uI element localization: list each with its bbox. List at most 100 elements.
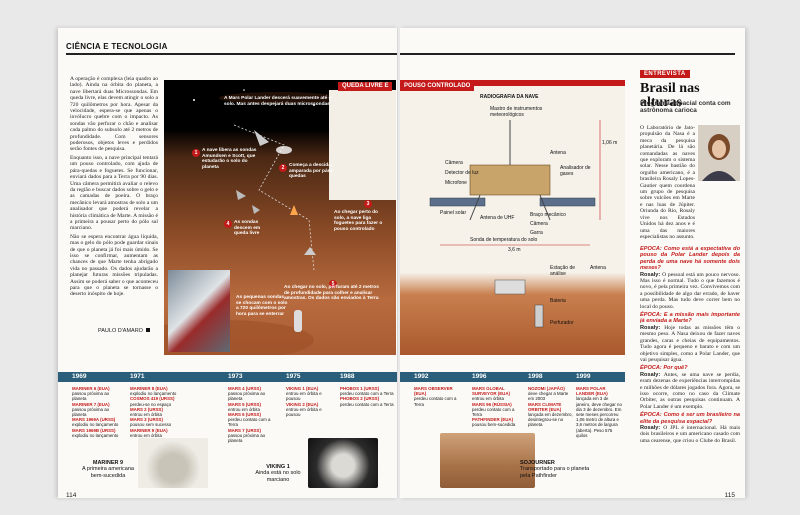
question: E a missão mais importante já enviada a … <box>640 312 740 325</box>
infographic-header-left: QUEDA LIVRE E <box>338 82 393 91</box>
list-item: MARS 7 (URSS)passou próxima ao planeta <box>228 427 266 444</box>
list-item: MARS 96 (RÚSSIA)perdeu contato com a Ter… <box>472 401 515 418</box>
list-item: MARS 4 (URSS)passou próxima ao planeta <box>228 386 266 402</box>
step-text: As sondas descem em queda livre <box>234 220 261 237</box>
answer: Hoje todas as missões têm o mesmo peso. … <box>640 324 740 363</box>
list-item: PHOBOS 2 (URSS)perdeu contato com a Terr… <box>340 396 394 407</box>
step-text: A nave libera as sondas Amundsen e Scott… <box>202 148 257 170</box>
infographic-header-right: POUSO CONTROLADO <box>400 82 475 91</box>
article-paragraph: Não se espera encontrar água líquida, ma… <box>70 233 158 298</box>
qa-item: ÉPOCA: E a missão mais importante já env… <box>640 312 740 363</box>
timeline-year: 1969 <box>72 373 87 380</box>
mariner9-photo <box>138 438 208 488</box>
interview-subtitle: Programa espacial conta com astrônoma ca… <box>640 100 731 115</box>
qa-item: ÉPOCA: Como está a expectativa do pouso … <box>640 246 740 310</box>
list-item: MARS GLOBAL SURVEYOR (EUA)entrou em órbi… <box>472 386 510 402</box>
part-label: Antena <box>550 150 566 156</box>
article-paragraph: Enquanto isso, a nave principal tentará … <box>70 154 158 232</box>
caption-title: VIKING 1 <box>266 464 290 470</box>
qa-item: ÉPOCA: Como é ser um brasileiro na elite… <box>640 412 740 444</box>
qa-item: ÉPOCA: Por quê?Rosaly: Antes, se uma nav… <box>640 365 740 410</box>
infographic-radiography: POUSO CONTROLADO RADIOGRAFIA DA NAVE Mas… <box>400 80 625 355</box>
interview-intro: O Laboratório de Jato-propulsão da Nasa … <box>640 125 695 243</box>
interviewee-mark: Rosaly: <box>640 271 663 278</box>
part-label: Detector de luz <box>445 170 479 176</box>
timeline-events-1975: VIKING 1 (EUA)entrou em órbita e pousou … <box>286 386 336 417</box>
list-item: MARS 1969A (URSS)explodiu no lançamento <box>72 417 119 428</box>
list-item: MARS 5 (URSS)entrou em órbita <box>228 401 261 412</box>
end-mark <box>145 328 150 332</box>
answer: Antes, se uma nave se perdia, eram dezen… <box>640 371 740 410</box>
intro-text: O Laboratório de Jato-propulsão da Nasa … <box>640 125 695 240</box>
timeline-events-1999: MARS POLAR LANDER (EUA)lançada em 3 de j… <box>576 386 624 438</box>
list-item: MARINER 7 (EUA)passou próxima ao planeta <box>72 401 110 418</box>
caption-text: A primeira americana bem-sucedida <box>82 466 134 479</box>
timeline-year: 1998 <box>528 373 543 380</box>
viking1-photo <box>308 438 378 488</box>
timeline-events-1992: MARS OBSERVER (EUA)perdeu contato com a … <box>414 386 466 407</box>
list-item: MARS POLAR LANDER (EUA)lançada em 3 de j… <box>576 386 622 438</box>
timeline-year: 1999 <box>576 373 591 380</box>
part-label: Microfone <box>445 180 467 186</box>
caption-viking1: VIKING 1 Ainda está no solo marciano <box>248 464 308 483</box>
part-label: Perfurador <box>550 320 574 326</box>
article-paragraph: A operação é complexa (leia quadro ao la… <box>70 76 158 153</box>
probe-caption: As pequenas sondas se chocam com o solo … <box>236 295 288 317</box>
timeline-year: 1992 <box>414 373 429 380</box>
part-label: Braço mecânico <box>530 212 566 218</box>
timeline-bar-right <box>400 372 625 382</box>
page-left: CIÊNCIA E TECNOLOGIA A operação é comple… <box>58 28 398 498</box>
list-item: MARINER 6 (EUA)passou próxima ao planeta <box>72 386 110 402</box>
part-label: Antena de UHF <box>480 215 515 221</box>
interview-tag: ENTREVISTA <box>640 70 690 78</box>
list-item: VIKING 1 (EUA)entrou em órbita e pousou <box>286 386 322 402</box>
list-item: VIKING 2 (EUA)entrou em órbita e pousou <box>286 401 322 418</box>
list-item: MARS CLIMATE ORBITER (EUA)lançada em dez… <box>528 401 573 428</box>
step-number: 3 <box>364 200 372 208</box>
caption-title: MARINER 9 <box>92 460 124 466</box>
caption-sojourner: SOJOURNER Transportado para o planeta pe… <box>520 460 590 479</box>
page-right: POUSO CONTROLADO RADIOGRAFIA DA NAVE Mas… <box>400 28 745 498</box>
part-label: Câmera <box>445 160 463 166</box>
part-label: Analisador de gases <box>560 165 591 177</box>
probe-graphic <box>294 310 302 332</box>
answer: O pessoal está um pouco nervoso. Mas iss… <box>640 271 740 310</box>
interview-title: Brasil nas alturas <box>640 81 700 110</box>
list-item: MARS 3 (URSS)pousou sem sucesso <box>130 417 172 428</box>
list-item: PHOBOS 1 (URSS)perdeu contato com a Terr… <box>340 386 394 397</box>
page-number-right: 115 <box>724 492 735 498</box>
timeline-events-1969: MARINER 6 (EUA)passou próxima ao planeta… <box>72 386 124 438</box>
part-label: Mastro de instrumentos meteorológicos <box>490 106 543 118</box>
radiography-title: RADIOGRAFIA DA NAVE <box>480 94 539 100</box>
signature: PAULO D'AMARO <box>98 328 150 334</box>
timeline-year: 1988 <box>340 373 355 380</box>
timeline-year: 1975 <box>286 373 301 380</box>
interviewer-mark: ÉPOCA: <box>640 246 664 252</box>
dimension-label: 1,06 m <box>602 140 618 146</box>
part-label: Garra <box>530 230 543 236</box>
list-item: MARINER 8 (EUA)explodiu no lançamento <box>130 386 177 397</box>
infographic-descent: A Mars Polar Lander descerá suavemente a… <box>164 80 396 355</box>
question: Por quê? <box>663 365 688 372</box>
list-item: NOZOMI (JAPÃO)deve chegar a Marte em 200… <box>528 386 569 402</box>
timeline-events-1988: PHOBOS 1 (URSS)perdeu contato com a Terr… <box>340 386 395 407</box>
interview-qa: ÉPOCA: Como está a expectativa do pouso … <box>640 246 740 491</box>
lander-illustration <box>400 80 625 328</box>
part-label: Antena <box>590 265 606 271</box>
caption-title: SOJOURNER <box>520 460 555 466</box>
part-label: Painel solar <box>440 210 467 216</box>
section-title: CIÊNCIA E TECNOLOGIA <box>66 42 168 51</box>
gutter <box>397 28 401 498</box>
section-rule <box>66 53 398 55</box>
step-number: 2 <box>279 164 287 172</box>
infographic-intro: A Mars Polar Lander descerá suavemente a… <box>224 96 332 107</box>
dimension-label: 3,6 m <box>508 247 521 253</box>
list-item: MARS 2 (URSS)entrou em órbita <box>130 406 163 418</box>
section-rule-right <box>400 53 735 55</box>
question: Como está a expectativa do pouso da Pola… <box>640 246 740 272</box>
list-item: MARS 1969B (URSS)explodiu no lançamento <box>72 427 119 438</box>
step-text: Começa a descida, amparada por pára-qued… <box>289 163 334 180</box>
part-label: Sonda de temperatura do solo <box>470 237 538 243</box>
timeline-events-1998: NOZOMI (JAPÃO)deve chegar a Marte em 200… <box>528 386 574 428</box>
caption-mariner9: MARINER 9 A primeira americana bem-suced… <box>78 460 138 479</box>
